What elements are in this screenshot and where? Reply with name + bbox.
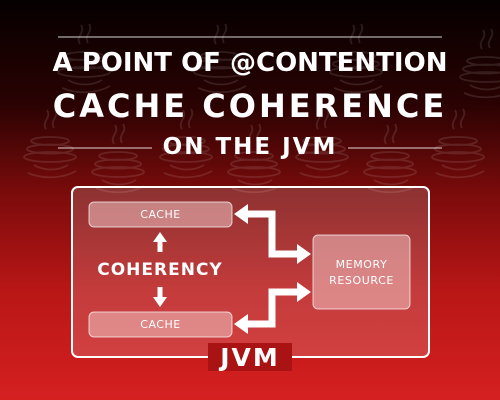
memory-resource-box: [312, 234, 411, 310]
cache-box-top: [88, 201, 233, 228]
jvm-label: JVM: [220, 343, 280, 372]
page-title: CACHE COHERENCE: [52, 87, 448, 125]
memory-resource-label-line2: RESOURCE: [329, 274, 394, 287]
top-divider: [58, 36, 442, 38]
subtitle-rule-left: [58, 147, 152, 149]
cache-box-bottom: [88, 311, 233, 338]
coherency-arrow-up-icon: [153, 232, 167, 252]
arrowhead-left-icon: [234, 204, 248, 224]
arrowhead-left-icon: [234, 314, 248, 334]
cache-bottom-label: CACHE: [140, 318, 181, 331]
subtitle-rule-right: [348, 147, 442, 149]
title-line-1: A POINT OF @CONTENTION: [52, 48, 448, 78]
jvm-label-backdrop: [208, 343, 292, 371]
memory-resource-label-line1: MEMORY: [335, 258, 388, 271]
cache-top-label: CACHE: [140, 208, 181, 221]
coherency-arrow-down-icon: [153, 287, 167, 307]
title-line-3: ON THE JVM: [162, 134, 338, 160]
cache-memory-connector-bottom: [234, 282, 311, 334]
arrowhead-right-icon: [297, 282, 311, 302]
coherency-label: COHERENCY: [97, 260, 223, 280]
cache-memory-connector-top: [234, 204, 311, 264]
arrowhead-right-icon: [297, 244, 311, 264]
